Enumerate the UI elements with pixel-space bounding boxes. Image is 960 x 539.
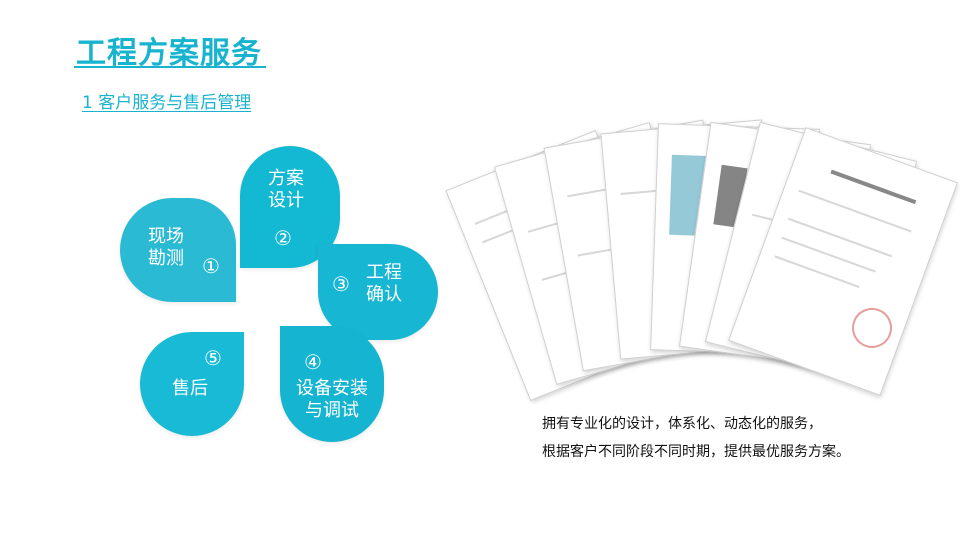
petal-label: 现场 勘测 (148, 226, 184, 269)
description-text: 拥有专业化的设计，体系化、动态化的服务， 根据客户不同阶段不同时期，提供最优服务… (542, 416, 850, 460)
petal-label: 设备安装 与调试 (296, 378, 368, 421)
petal-label: 售后 (172, 378, 208, 399)
petal-site-survey: 现场 勘测 ① (120, 198, 236, 302)
step-number: ① (202, 254, 220, 278)
step-number: ④ (304, 350, 322, 374)
document-fan-image (445, 112, 958, 402)
petal-label: 工程 确认 (366, 262, 402, 305)
page-title: 工程方案服务 (76, 36, 262, 71)
section-subtitle-link[interactable]: 1 客户服务与售后管理 (82, 93, 252, 113)
petal-after-sales: ⑤ 售后 (140, 332, 244, 436)
petal-label: 方案 设计 (268, 168, 304, 211)
title-underline (74, 66, 266, 68)
petal-engineering-confirm: ③ 工程 确认 (318, 244, 438, 340)
step-number: ⑤ (204, 346, 222, 370)
step-number: ③ (332, 272, 350, 296)
step-number: ② (274, 226, 292, 250)
seal-icon (846, 302, 898, 354)
petal-installation: ④ 设备安装 与调试 (280, 326, 384, 442)
